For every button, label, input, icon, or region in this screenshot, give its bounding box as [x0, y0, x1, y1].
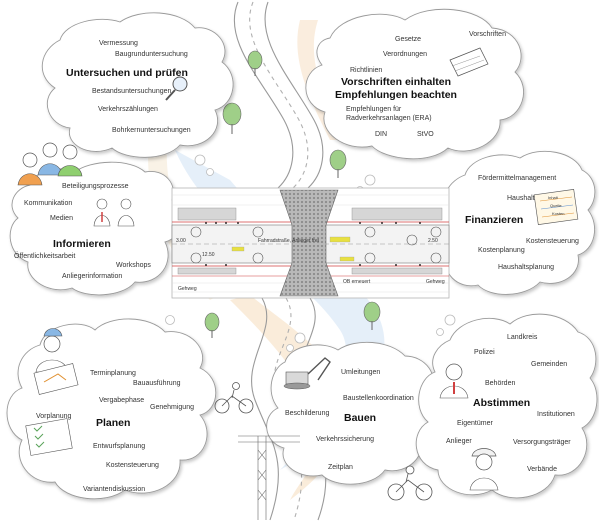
label-landkreis: Landkreis: [507, 334, 538, 341]
plan-label-gehweg-right: Gehweg: [426, 279, 445, 285]
worker-helmet-icon: [469, 448, 499, 491]
cloud-untersuchen: [41, 12, 234, 158]
cloud-informieren: [9, 161, 182, 296]
label-verkehrssicherung: Verkehrssicherung: [316, 436, 374, 443]
label-verordnungen: Verordnungen: [383, 51, 427, 58]
sign-line-kosten: Kosten: [552, 211, 565, 216]
label-eigentuemer: Eigentümer: [457, 420, 493, 427]
label-terminplanung: Terminplanung: [90, 370, 136, 377]
label-haushalt: Haushalt: [507, 195, 535, 202]
label-haushaltsplanung: Haushaltsplanung: [498, 264, 555, 271]
label-baustellenkoordination: Baustellenkoordination: [343, 395, 414, 402]
label-gemeinden: Gemeinden: [531, 361, 568, 368]
label-kostensteuerung-fin: Kostensteuerung: [526, 238, 579, 245]
label-institutionen: Institutionen: [537, 411, 575, 418]
people-group-icon: [17, 142, 83, 186]
person-red-tie-icon: [439, 363, 469, 399]
label-verbaende: Verbände: [527, 466, 557, 473]
label-empfehlungen-fuer: Empfehlungen für: [346, 106, 402, 113]
label-gesetze: Gesetze: [395, 36, 422, 43]
plan-label-ob: OB erneuert: [343, 279, 371, 285]
law-book-icon: [449, 47, 489, 77]
worker-with-plan-icon: [33, 328, 79, 395]
title-abstimmen: Abstimmen: [473, 397, 531, 409]
title-finanzieren: Finanzieren: [465, 214, 524, 226]
label-vorschriften: Vorschriften: [469, 31, 506, 38]
cloud-vorschriften: [305, 8, 525, 160]
label-oeffentlichkeitsarbeit: Öffentlichkeitsarbeit: [14, 253, 76, 260]
label-workshops: Workshops: [116, 262, 151, 269]
label-din: DIN: [375, 131, 388, 138]
label-radverkehrsanlagen-era: Radverkehrsanlagen (ERA): [346, 115, 432, 122]
crane-icon: [238, 435, 300, 520]
sign-line-quelle: Quelle: [550, 203, 562, 208]
cloud-bauen: [266, 341, 440, 485]
label-anlieger: Anlieger: [446, 438, 472, 445]
label-genehmigung: Genehmigung: [150, 404, 194, 411]
excavator-icon: [283, 357, 331, 390]
plan-dim-1: 12.50: [202, 252, 215, 258]
label-kostenplanung: Kostenplanung: [478, 247, 525, 254]
title-untersuchen-und-pruefen: Untersuchen und prüfen: [66, 67, 188, 79]
label-foerdermittelmanagement: Fördermittelmanagement: [478, 175, 557, 182]
label-polizei: Polizei: [474, 349, 495, 356]
label-vergabephase: Vergabephase: [99, 397, 145, 404]
tree-icon: [363, 301, 381, 330]
title-planen: Planen: [96, 417, 131, 429]
title-informieren: Informieren: [53, 238, 111, 250]
checklist-icon: [25, 418, 73, 456]
label-vorplanung: Vorplanung: [36, 413, 72, 420]
label-behoerden: Behörden: [485, 380, 516, 387]
label-versorgungstraeger: Versorgungsträger: [513, 439, 571, 446]
label-medien: Medien: [50, 215, 73, 222]
street-plan: [171, 187, 450, 299]
title-bauen: Bauen: [344, 412, 377, 424]
label-anliegerinformation: Anliegerinformation: [62, 273, 123, 280]
plan-label-street: Fahrradstraße, Anlieger frei: [258, 238, 319, 244]
label-baugrunduntersuchung: Baugrunduntersuchung: [115, 51, 188, 58]
sign-line-inhalt: Inhalt: [548, 195, 558, 200]
title-empfehlungen-beachten: Empfehlungen beachten: [335, 89, 457, 101]
magnifier-icon: [165, 76, 188, 101]
cyclist-icon: [387, 465, 433, 501]
label-zeitplan: Zeitplan: [328, 464, 353, 471]
tree-icon: [247, 50, 263, 76]
label-beteiligungsprozesse: Beteiligungsprozesse: [62, 183, 129, 190]
tree-icon: [329, 149, 347, 178]
title-vorschriften-einhalten: Vorschriften einhalten: [340, 76, 452, 88]
plan-label-gehweg-left: Gehweg: [178, 286, 197, 292]
label-stvo: StVO: [417, 131, 434, 138]
label-bauausfuehrung: Bauausführung: [133, 380, 181, 387]
label-variantendiskussion: Variantendiskussion: [83, 486, 146, 493]
presenter-figure-icon: [93, 198, 135, 227]
tree-icon: [222, 102, 242, 134]
label-richtlinien: Richtlinien: [350, 67, 383, 74]
label-kostensteuerung-plan: Kostensteuerung: [106, 462, 159, 469]
label-bohrkernuntersuchungen: Bohrkernuntersuchungen: [112, 127, 191, 134]
label-bestandsuntersuchungen: Bestandsuntersuchungen: [92, 88, 172, 95]
plan-dim-2: 3.00: [176, 238, 186, 244]
label-verkehrszaehlungen: Verkehrszählungen: [98, 106, 158, 113]
label-vermessung: Vermessung: [99, 40, 138, 47]
label-umleitungen: Umleitungen: [341, 369, 381, 376]
cyclist-icon: [214, 382, 254, 414]
label-kommunikation: Kommunikation: [24, 200, 73, 207]
cloud-abstimmen: [415, 313, 598, 499]
label-entwurfsplanung: Entwurfsplanung: [93, 443, 146, 450]
label-beschilderung: Beschilderung: [285, 410, 330, 417]
tree-icon: [204, 312, 220, 338]
plan-dim-3: 2.50: [428, 238, 438, 244]
sign-board-icon: [533, 189, 579, 225]
